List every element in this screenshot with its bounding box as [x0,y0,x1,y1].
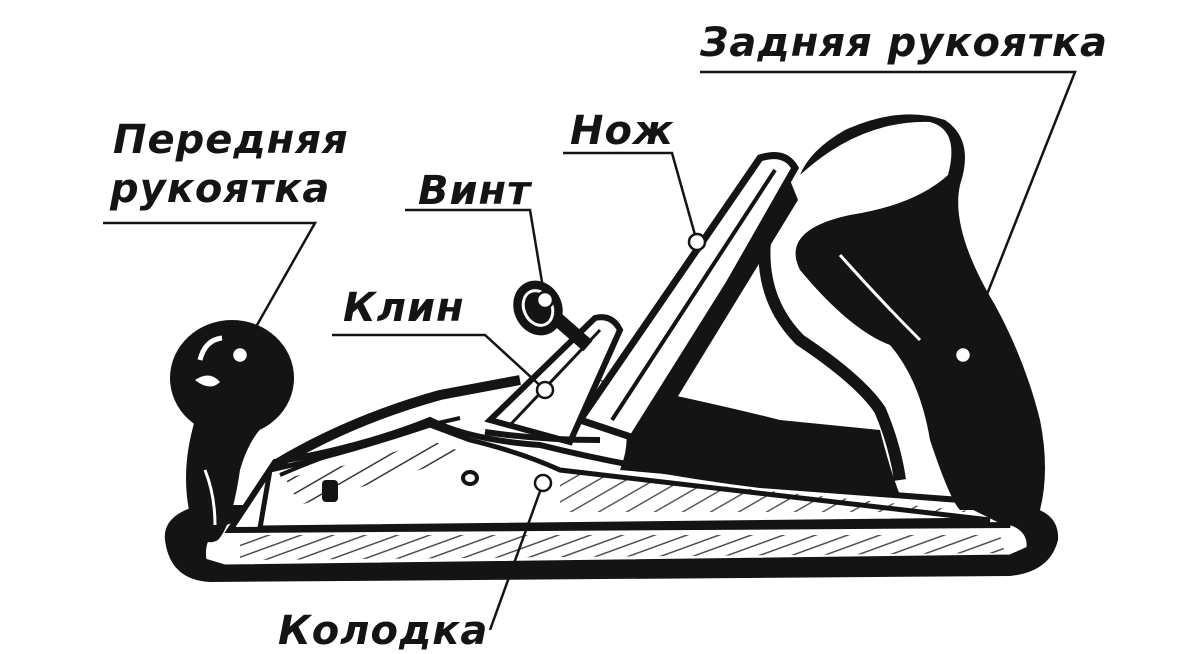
leader-blade [563,151,699,243]
dot-screw [535,290,555,310]
blade [574,152,800,445]
label-blade: Нож [570,108,674,154]
label-front-handle-line1: Передняя [113,117,349,163]
leader-screw [405,208,547,301]
front-knob [170,320,294,543]
wedge [484,314,624,446]
label-wedge: Клин [343,285,465,331]
leader-body [488,482,545,630]
dot-front-handle [230,345,250,365]
label-front-handle-line2: рукоятка [110,166,331,212]
screw [513,280,593,352]
label-screw: Винт [418,168,532,214]
leader-front-handle [103,221,318,356]
leader-wedge [332,333,546,391]
leader-rear-handle [700,70,1077,356]
rear-handle [600,114,1045,510]
dot-body [533,473,553,493]
callout-dots [230,232,973,493]
label-body: Колодка [278,608,489,654]
leader-lines [103,70,1077,630]
label-rear-handle: Задняя рукоятка [700,20,1108,66]
dot-wedge [535,380,555,400]
dot-blade [687,232,707,252]
plane-body [164,375,1059,582]
hand-plane-diagram: Задняя рукоятка Передняя рукоятка Нож Ви… [103,20,1108,654]
dot-rear-handle [953,345,973,365]
hand-plane-illustration [103,70,1077,630]
